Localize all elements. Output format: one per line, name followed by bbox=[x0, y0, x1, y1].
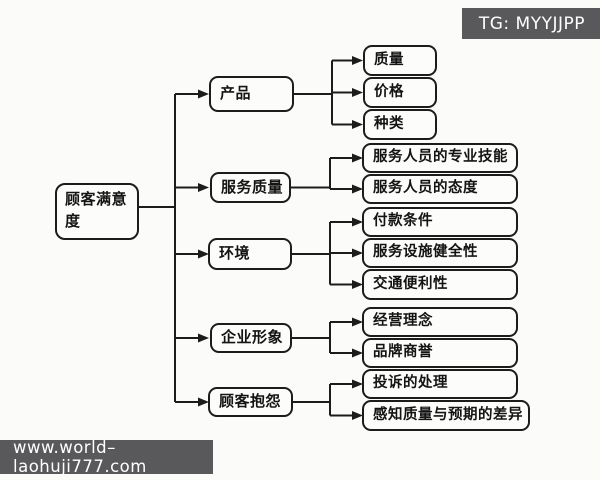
leaf-node-label: 品牌商誉 bbox=[373, 344, 433, 361]
leaf-node-staff-attitude: 服务人员的态度 bbox=[362, 174, 518, 204]
branch-node-label: 环境 bbox=[219, 244, 251, 263]
leaf-node-label: 种类 bbox=[374, 115, 404, 132]
leaf-node-label: 感知质量与预期的差异 bbox=[373, 406, 523, 423]
tg-watermark-text: TG: MYYJJPP bbox=[478, 13, 585, 34]
leaf-node-transport-convenience: 交通便利性 bbox=[362, 269, 518, 300]
leaf-node-label: 交通便利性 bbox=[373, 275, 448, 292]
leaf-node-business-philosophy: 经营理念 bbox=[362, 307, 518, 337]
leaf-node-brand-reputation: 品牌商誉 bbox=[362, 338, 518, 368]
leaf-node-payment-terms: 付款条件 bbox=[362, 207, 518, 237]
branch-node-label: 企业形象 bbox=[221, 328, 284, 347]
root-node-customer-satisfaction: 顾客满意度 bbox=[55, 183, 139, 240]
leaf-node-price: 价格 bbox=[363, 77, 437, 108]
branch-node-corporate-image: 企业形象 bbox=[210, 323, 292, 353]
branch-node-label: 产品 bbox=[220, 84, 252, 103]
website-watermark-text: www.world–laohuji777.com bbox=[13, 438, 147, 476]
branch-node-product: 产品 bbox=[209, 76, 294, 112]
leaf-node-facility-soundness: 服务设施健全性 bbox=[362, 238, 518, 268]
leaf-node-perceived-vs-expected-gap: 感知质量与预期的差异 bbox=[362, 400, 530, 431]
branch-node-label: 服务质量 bbox=[221, 177, 284, 196]
leaf-node-label: 经营理念 bbox=[373, 313, 433, 330]
leaf-node-professional-skills: 服务人员的专业技能 bbox=[362, 143, 518, 173]
root-node-label: 顾客满意度 bbox=[65, 190, 128, 230]
branch-node-environment: 环境 bbox=[208, 238, 292, 270]
leaf-node-label: 质量 bbox=[374, 51, 404, 68]
leaf-node-label: 服务人员的态度 bbox=[373, 180, 478, 197]
leaf-node-variety: 种类 bbox=[363, 109, 437, 140]
tg-watermark-badge: TG: MYYJJPP bbox=[461, 8, 600, 39]
branch-node-service-quality: 服务质量 bbox=[210, 172, 291, 203]
branch-node-customer-complaints: 顾客抱怨 bbox=[208, 387, 293, 417]
website-watermark-bar: www.world–laohuji777.com bbox=[0, 438, 213, 476]
leaf-node-complaint-handling: 投诉的处理 bbox=[362, 369, 518, 399]
leaf-node-label: 付款条件 bbox=[373, 213, 433, 230]
leaf-node-quality: 质量 bbox=[363, 45, 437, 76]
leaf-node-label: 投诉的处理 bbox=[373, 375, 448, 392]
branch-node-label: 顾客抱怨 bbox=[219, 392, 282, 411]
leaf-node-label: 服务设施健全性 bbox=[373, 244, 478, 261]
leaf-node-label: 价格 bbox=[374, 83, 404, 100]
leaf-node-label: 服务人员的专业技能 bbox=[373, 149, 508, 166]
